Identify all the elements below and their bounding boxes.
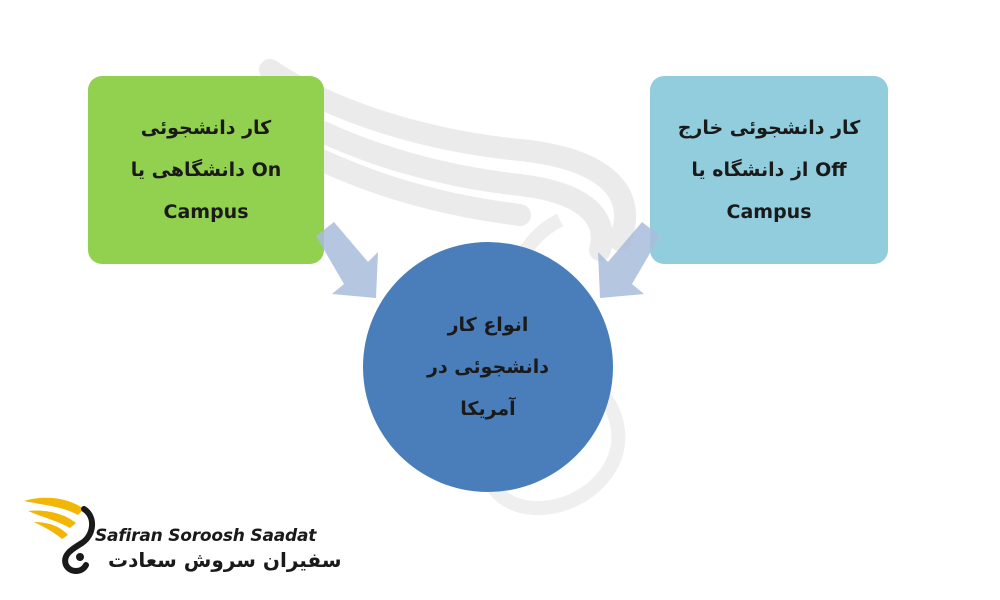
logo-farsi-text: سفیران سروش سعادت xyxy=(108,548,342,572)
off-campus-line-3: Campus xyxy=(726,201,812,223)
on-campus-line-2: دانشگاهی یا On xyxy=(130,159,282,181)
arrow-right-icon xyxy=(598,222,660,298)
company-logo: Safiran Soroosh Saadat سفیران سروش سعادت xyxy=(22,493,342,583)
center-line-2: دانشجوئی در xyxy=(427,356,549,378)
center-circle: انواع کار دانشجوئی در آمریکا xyxy=(363,242,613,492)
on-campus-line-1: کار دانشجوئی xyxy=(140,117,272,139)
off-campus-line-1: کار دانشجوئی خارج xyxy=(677,117,861,139)
off-campus-line-2: از دانشگاه یا Off xyxy=(691,159,847,181)
on-campus-line-3: Campus xyxy=(163,201,249,223)
off-campus-box: کار دانشجوئی خارج از دانشگاه یا Off Camp… xyxy=(650,76,888,264)
on-campus-box: کار دانشجوئی دانشگاهی یا On Campus xyxy=(88,76,324,264)
center-line-1: انواع کار xyxy=(447,314,529,336)
logo-latin-text: Safiran Soroosh Saadat xyxy=(95,526,317,546)
bird-wing-icon xyxy=(24,497,95,574)
arrow-left-icon xyxy=(316,222,378,298)
center-line-3: آمریکا xyxy=(460,398,516,420)
